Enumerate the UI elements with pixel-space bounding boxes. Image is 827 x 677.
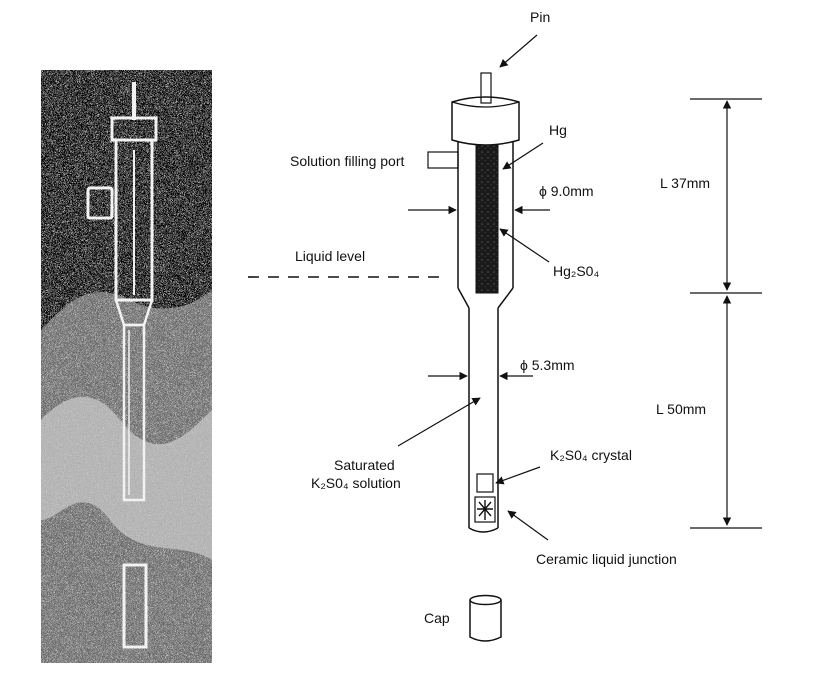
ceramic-junction — [474, 496, 496, 523]
label-hg2so4: Hg₂S0₄ — [553, 263, 599, 279]
junction-arrow — [507, 510, 549, 541]
electrode-head-rim — [451, 101, 520, 108]
lower-tube-bottom — [468, 527, 499, 533]
label-ceramic-junction: Ceramic liquid junction — [536, 551, 677, 567]
label-filling-port: Solution filling port — [290, 153, 405, 169]
hg2so4-arrow — [499, 228, 550, 263]
label-pin: Pin — [530, 9, 550, 25]
solution-arrow — [397, 397, 481, 447]
pin — [480, 72, 492, 104]
label-length-upper: L 37mm — [660, 175, 710, 191]
label-liquid-level: Liquid level — [295, 248, 365, 264]
crystal-arrow — [495, 466, 541, 485]
k2so4-crystal — [476, 473, 494, 493]
label-dia-upper: ϕ 9.0mm — [539, 183, 594, 199]
label-cap: Cap — [424, 610, 450, 626]
hg-arrow — [502, 142, 544, 170]
taper-left — [457, 287, 470, 309]
pin-arrow — [499, 34, 538, 68]
ceramic-junction-hatch — [477, 500, 493, 520]
photo-electrode — [86, 82, 158, 649]
electrode-head — [451, 96, 520, 146]
taper-right — [497, 287, 514, 309]
cap — [469, 594, 502, 642]
filling-port — [427, 151, 459, 169]
hg-column — [475, 144, 499, 294]
electrode-photo — [41, 70, 212, 663]
electrode-drawing: Pin Hg Solution filling port ϕ 9.0mm L 3… — [248, 9, 762, 642]
label-hg: Hg — [549, 122, 567, 138]
label-dia-lower: ϕ 5.3mm — [520, 357, 575, 373]
photo-grain — [41, 70, 212, 663]
label-k2so4-crystal: K₂S0₄ crystal — [550, 447, 632, 463]
label-saturated-line1: Saturated — [334, 457, 395, 473]
label-length-lower: L 50mm — [656, 401, 706, 417]
label-saturated-line2: K₂S0₄ solution — [311, 475, 401, 491]
